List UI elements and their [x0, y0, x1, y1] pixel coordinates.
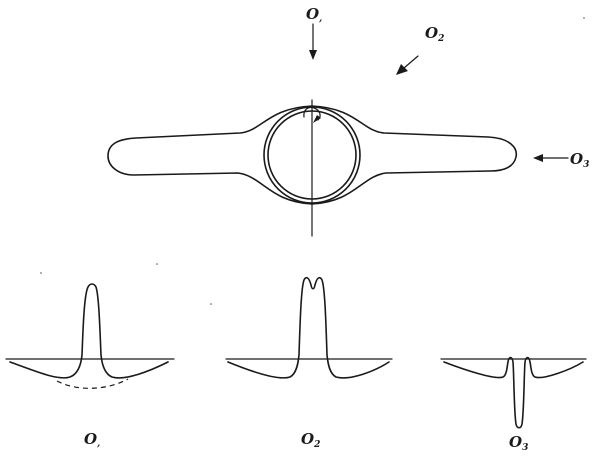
profile-label-o2: O2 [301, 430, 320, 450]
profile-o1-absorption-dashed [56, 378, 129, 389]
profile-label-o1: O, [84, 430, 100, 449]
profile-o1-curve [9, 283, 169, 379]
arrow-o2-head-icon [396, 64, 408, 75]
profile-o3-curve [443, 356, 584, 429]
rotation-arrowhead-icon [313, 115, 321, 123]
speck [40, 272, 42, 274]
speck [583, 17, 585, 19]
bar-outline [107, 105, 518, 205]
observer-label-o3: O3 [570, 150, 589, 170]
arrow-o3-head-icon [533, 154, 543, 162]
observer-arrows [309, 23, 569, 162]
observer-label-o1: O, [306, 5, 322, 24]
arrow-o1-head-icon [309, 50, 317, 60]
barred-object [107, 99, 518, 237]
speck [156, 263, 158, 265]
profile-o1 [5, 283, 175, 389]
rotation-arrow-icon [303, 106, 321, 121]
speck [210, 303, 212, 305]
profile-o2-curve [227, 276, 390, 379]
observer-label-o2: O2 [425, 24, 444, 44]
profile-o2 [225, 276, 393, 379]
profile-label-o3: O3 [509, 433, 528, 453]
arrow-o2-shaft [403, 55, 419, 69]
profile-o3 [440, 356, 587, 429]
